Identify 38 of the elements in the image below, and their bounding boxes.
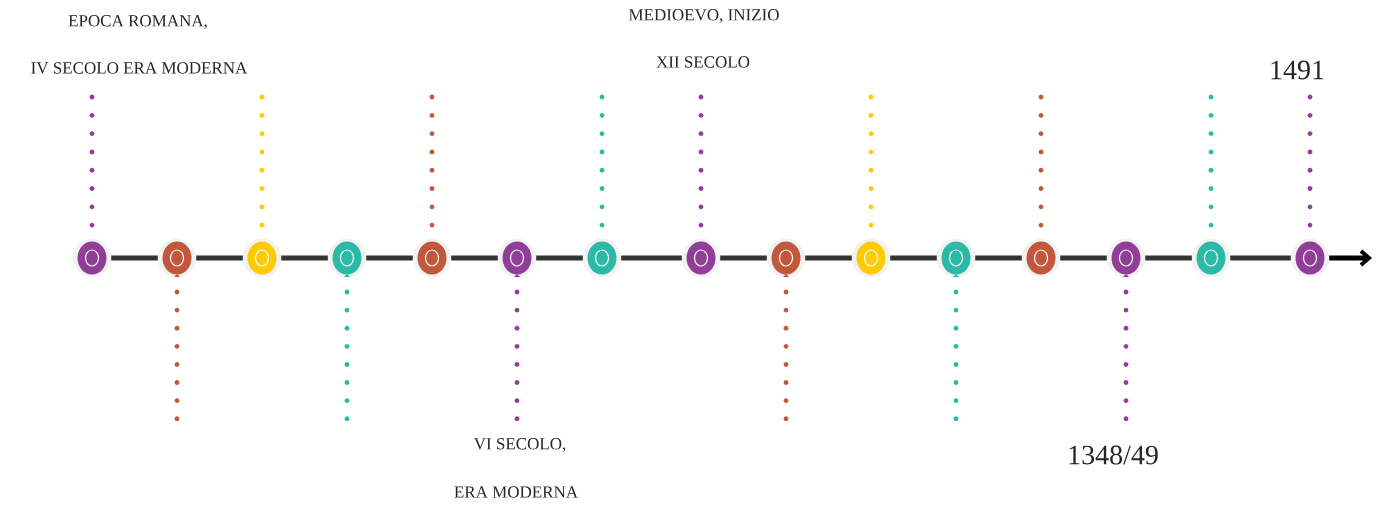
timeline-marker: [242, 238, 282, 278]
timeline-segment: [1060, 255, 1107, 261]
timeline-marker: [327, 238, 367, 278]
timeline-marker: [1021, 238, 1061, 278]
timeline-marker: [1191, 238, 1231, 278]
period-label: XII SECOLO: [656, 56, 750, 68]
timeline-marker: [1106, 238, 1146, 278]
timeline-segment: [111, 255, 158, 261]
period-label: ERA MODERNA: [454, 486, 578, 498]
year-label: 1348/49: [1069, 445, 1158, 465]
timeline-segment: [1230, 255, 1291, 261]
year-label: 1491: [1271, 60, 1324, 80]
timeline-marker: [936, 238, 976, 278]
timeline-segment: [805, 255, 852, 261]
timeline-marker: [497, 238, 537, 278]
timeline-segment: [621, 255, 682, 261]
timeline-marker: [1290, 238, 1330, 278]
timeline-marker: [766, 238, 806, 278]
timeline-segment: [890, 255, 937, 261]
timeline-segment: [196, 255, 243, 261]
period-label: MEDIOEVO, INIZIO: [628, 9, 779, 23]
period-label: VI SECOLO,: [473, 438, 566, 452]
timeline-marker: [851, 238, 891, 278]
timeline-segment: [720, 255, 767, 261]
timeline-marker: [582, 238, 622, 278]
timeline-segment: [366, 255, 413, 261]
timeline-marker: [157, 238, 197, 278]
period-label: IV SECOLO ERA MODERNA: [31, 62, 248, 74]
timeline-segment: [975, 255, 1022, 261]
timeline-marker: [681, 238, 721, 278]
timeline-segment: [1145, 255, 1192, 261]
timeline-segment: [281, 255, 328, 261]
timeline-segment: [451, 255, 498, 261]
timeline-arrow: [1329, 249, 1372, 267]
timeline-marker: [412, 238, 452, 278]
timeline-segment: [536, 255, 583, 261]
period-label: EPOCA ROMANA,: [68, 15, 207, 29]
timeline-marker: [72, 238, 112, 278]
